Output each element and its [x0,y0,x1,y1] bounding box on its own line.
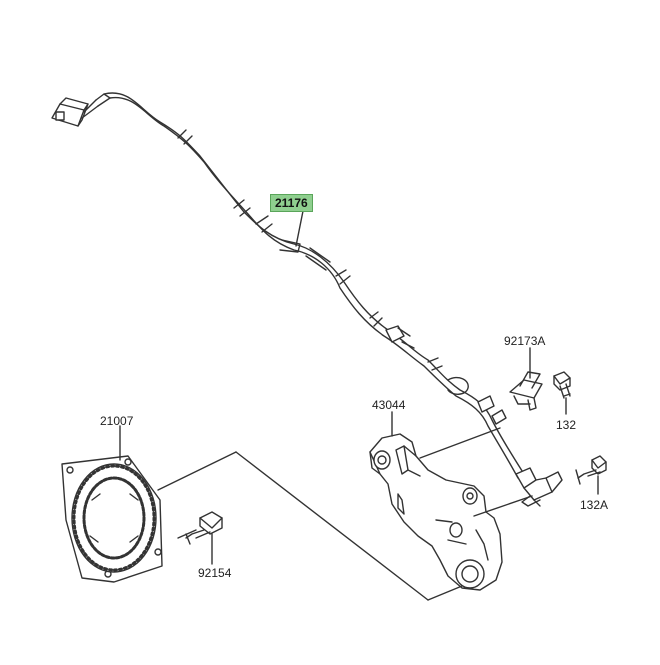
label-clip: 92173A [504,334,546,348]
harness-clip [510,372,542,410]
wheel-speed-sensor-head [516,468,562,506]
label-rotor: 21007 [100,414,134,428]
caliper-bracket [370,434,502,590]
assembly-lines [158,428,532,600]
leader-harness [296,206,304,246]
label-bracket: 43044 [372,398,406,412]
label-rotor-bolt: 92154 [198,566,232,580]
sensor-bolt [576,456,606,484]
clip-bolt [554,372,570,398]
label-harness: 21176 [270,194,313,212]
sensor-rotor [62,456,162,582]
harness-connector [52,94,110,126]
sensor-harness-cable [52,93,562,506]
rotor-bolt [186,512,222,544]
label-bolt-132: 132 [556,418,577,432]
harness-sleeves [178,130,506,424]
label-bolt-132A: 132A [580,498,609,512]
